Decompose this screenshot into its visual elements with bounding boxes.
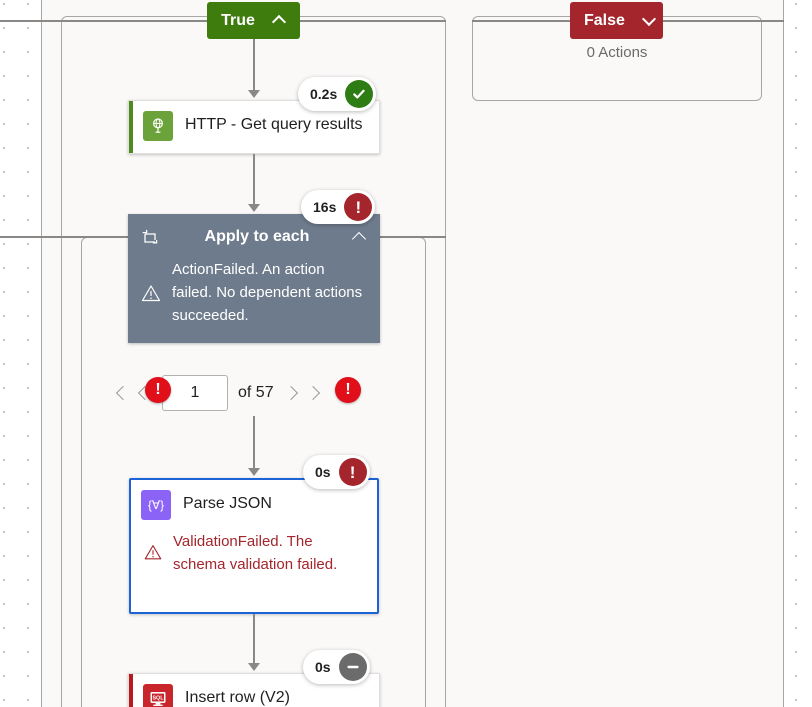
arrow-head-http xyxy=(248,90,260,98)
chevron-first-icon[interactable] xyxy=(112,380,134,406)
action-card-insert-row-v2[interactable]: SQL Insert row (V2) xyxy=(128,673,380,707)
svg-text:SQL: SQL xyxy=(152,695,164,701)
exclamation-icon: ! xyxy=(338,458,367,486)
loop-iteration-pagination[interactable]: of 57 ! ! xyxy=(112,372,402,414)
connector-line-true-right xyxy=(300,20,446,22)
chevron-right-icon[interactable] xyxy=(282,380,304,406)
status-badge-insert-row[interactable]: 0s xyxy=(303,650,370,684)
error-text: ActionFailed. An action failed. No depen… xyxy=(172,261,363,324)
page-total-label: of 57 xyxy=(238,384,274,401)
chevron-down-icon[interactable] xyxy=(643,14,649,27)
action-error-message: ValidationFailed. The schema validation … xyxy=(141,530,365,577)
sql-server-icon: SQL xyxy=(143,684,173,707)
status-badge-apply-to-each[interactable]: 16s ! xyxy=(301,190,376,224)
duration-label: 0s xyxy=(315,464,331,480)
loop-icon xyxy=(140,226,162,248)
duration-label: 0.2s xyxy=(310,86,338,102)
card-accent-bar xyxy=(129,674,133,707)
arrow-head-insert xyxy=(248,663,260,671)
duration-label: 0s xyxy=(315,659,331,675)
duration-label: 16s xyxy=(313,199,337,215)
minus-icon xyxy=(338,653,367,681)
warning-icon xyxy=(140,282,162,304)
connector-line-true-left xyxy=(0,20,207,22)
status-badge-parse-json[interactable]: 0s ! xyxy=(303,455,370,489)
connector-line-false-left xyxy=(472,20,570,22)
card-accent-bar xyxy=(129,101,133,153)
action-card-parse-json[interactable]: {∀} Parse JSON ValidationFailed. The sch… xyxy=(129,478,379,614)
pagination-error-badge-prev[interactable]: ! xyxy=(145,377,171,403)
action-card-title: Insert row (V2) xyxy=(185,689,290,706)
connector-http-to-loop xyxy=(253,154,255,210)
exclamation-icon: ! xyxy=(344,193,373,221)
false-branch-label: False xyxy=(584,11,625,29)
status-badge-http[interactable]: 0.2s xyxy=(298,77,377,111)
action-card-title: Parse JSON xyxy=(183,495,272,512)
connector-loop-to-parse xyxy=(253,416,255,474)
chevron-up-icon[interactable] xyxy=(273,14,286,27)
connector-line-false-right xyxy=(663,20,784,22)
check-icon xyxy=(345,80,374,108)
action-card-title: Apply to each xyxy=(204,227,310,245)
connector-loop-left xyxy=(0,236,128,238)
error-text: ValidationFailed. The schema validation … xyxy=(173,533,338,574)
globe-icon xyxy=(143,111,173,141)
warning-icon xyxy=(143,542,163,562)
chevron-up-icon[interactable] xyxy=(352,229,368,245)
braces-icon: {∀} xyxy=(141,490,171,520)
true-branch-label: True xyxy=(221,11,255,29)
action-card-title: HTTP - Get query results xyxy=(185,116,363,133)
connector-parse-to-insert xyxy=(253,614,255,669)
connector-loop-right xyxy=(380,236,446,238)
arrow-head-loop xyxy=(248,204,260,212)
chevron-last-icon[interactable] xyxy=(304,380,326,406)
false-branch-header[interactable]: False xyxy=(570,2,663,39)
false-branch-empty-label: 0 Actions xyxy=(586,44,648,61)
arrow-head-parse xyxy=(248,468,260,476)
action-error-message: ActionFailed. An action failed. No depen… xyxy=(128,259,380,343)
braces-icon-glyph: {∀} xyxy=(147,498,165,512)
pagination-error-badge-next[interactable]: ! xyxy=(335,377,361,403)
action-card-apply-to-each[interactable]: Apply to each ActionFailed. An action fa… xyxy=(128,214,380,344)
connector-true-to-http xyxy=(253,39,255,93)
page-number-input[interactable] xyxy=(162,375,228,411)
true-branch-header[interactable]: True xyxy=(207,2,300,39)
